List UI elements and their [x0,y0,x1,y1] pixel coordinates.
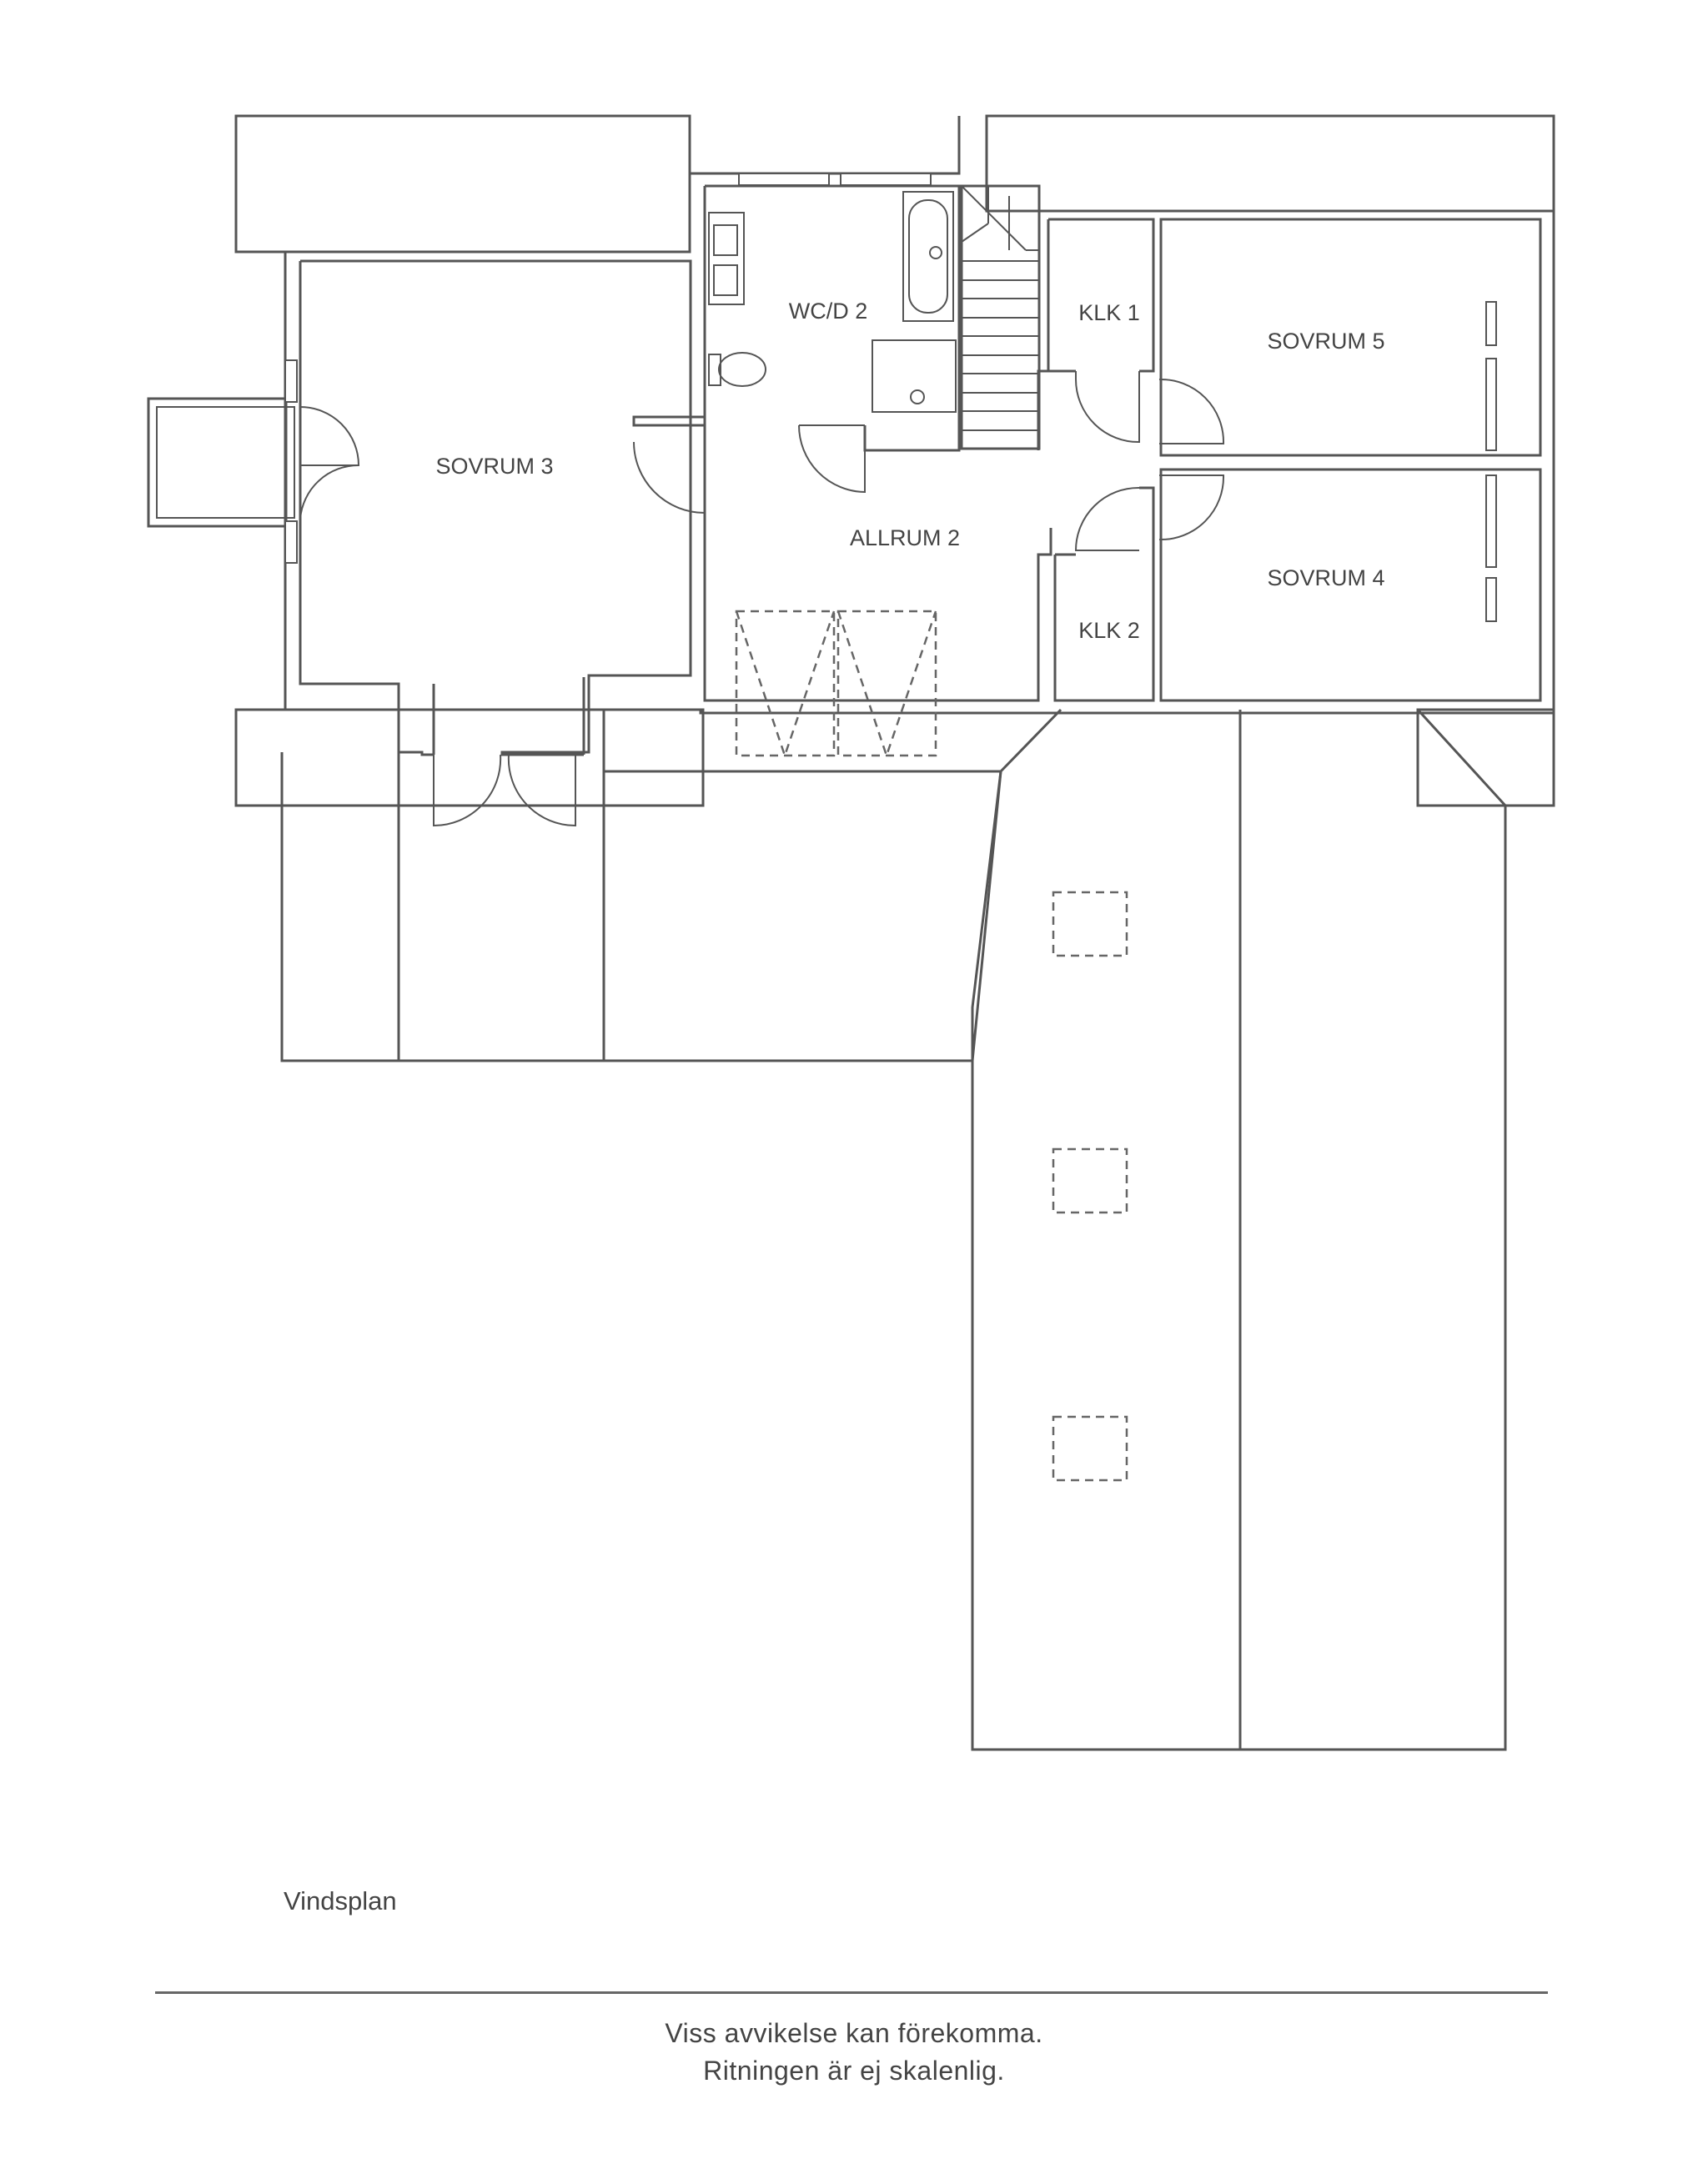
lower-right-wing [971,708,1507,1751]
closet-door [735,610,836,759]
room-label-allrum2: ALLRUM 2 [850,525,960,550]
room-label-sovrum3: SOVRUM 3 [435,454,553,479]
sovrum4-door [1158,474,1225,541]
room-label-klk2: KLK 2 [1078,618,1140,643]
window [284,520,298,564]
disclaimer-line-2: Ritningen är ej skalenlig. [703,2056,1005,2086]
plan-title: Vindsplan [284,1886,397,1915]
balcony [147,397,288,528]
toilet-tank [708,354,721,386]
closet-door [836,610,937,759]
sovrum5-door [1158,378,1225,444]
skylight [1052,891,1128,957]
klk2-wall [1053,486,1155,702]
shower [872,339,957,413]
wcd2-door [798,424,866,494]
window [840,173,932,186]
roof-block-mid-left [234,708,705,807]
roof-block-top-left [234,114,691,254]
bathtub-inner [908,199,948,314]
sink [713,224,738,256]
closet [735,610,836,757]
roof-block-mid-right [1416,708,1555,807]
roof-block-top-right [985,114,1555,213]
window [1485,474,1497,568]
closet [836,610,937,757]
room-label-klk1: KLK 1 [1078,300,1140,325]
balcony-door [299,406,360,520]
sovrum5-room [1159,218,1542,457]
skylight [1052,1147,1128,1214]
room-label-wcd2: WC/D 2 [789,299,868,324]
sink [713,264,738,296]
double-door [433,754,576,827]
bathtub-drain [929,246,942,259]
room-label-sovrum4: SOVRUM 4 [1267,565,1384,590]
exterior-wall [284,209,1555,715]
lower-left-structure [280,708,1062,1062]
sovrum3-wall [299,261,434,756]
bathtub [902,191,954,322]
window [738,173,830,186]
balcony-inner [156,406,295,519]
window [284,359,298,403]
klk2-door [1074,486,1140,551]
shower-drain [910,389,925,404]
toilet [718,352,766,387]
sovrum3-inner-corner [432,677,585,755]
sink-counter [708,212,745,305]
divider [155,1991,1548,1994]
allrum2-door-left [633,441,706,514]
klk1-door [1075,371,1140,444]
stair-treads [961,185,1039,431]
disclaimer-line-1: Viss avvikelse kan förekomma. [665,2018,1043,2048]
room-label-sovrum5: SOVRUM 5 [1267,329,1384,354]
window [1485,358,1497,451]
sovrum3-wall [300,259,692,756]
window [1485,301,1497,346]
window [1485,577,1497,622]
sovrum4-room [1159,468,1542,702]
exterior-wall [690,116,961,175]
skylight [1052,1415,1128,1482]
klk1-wall [1047,218,1155,373]
